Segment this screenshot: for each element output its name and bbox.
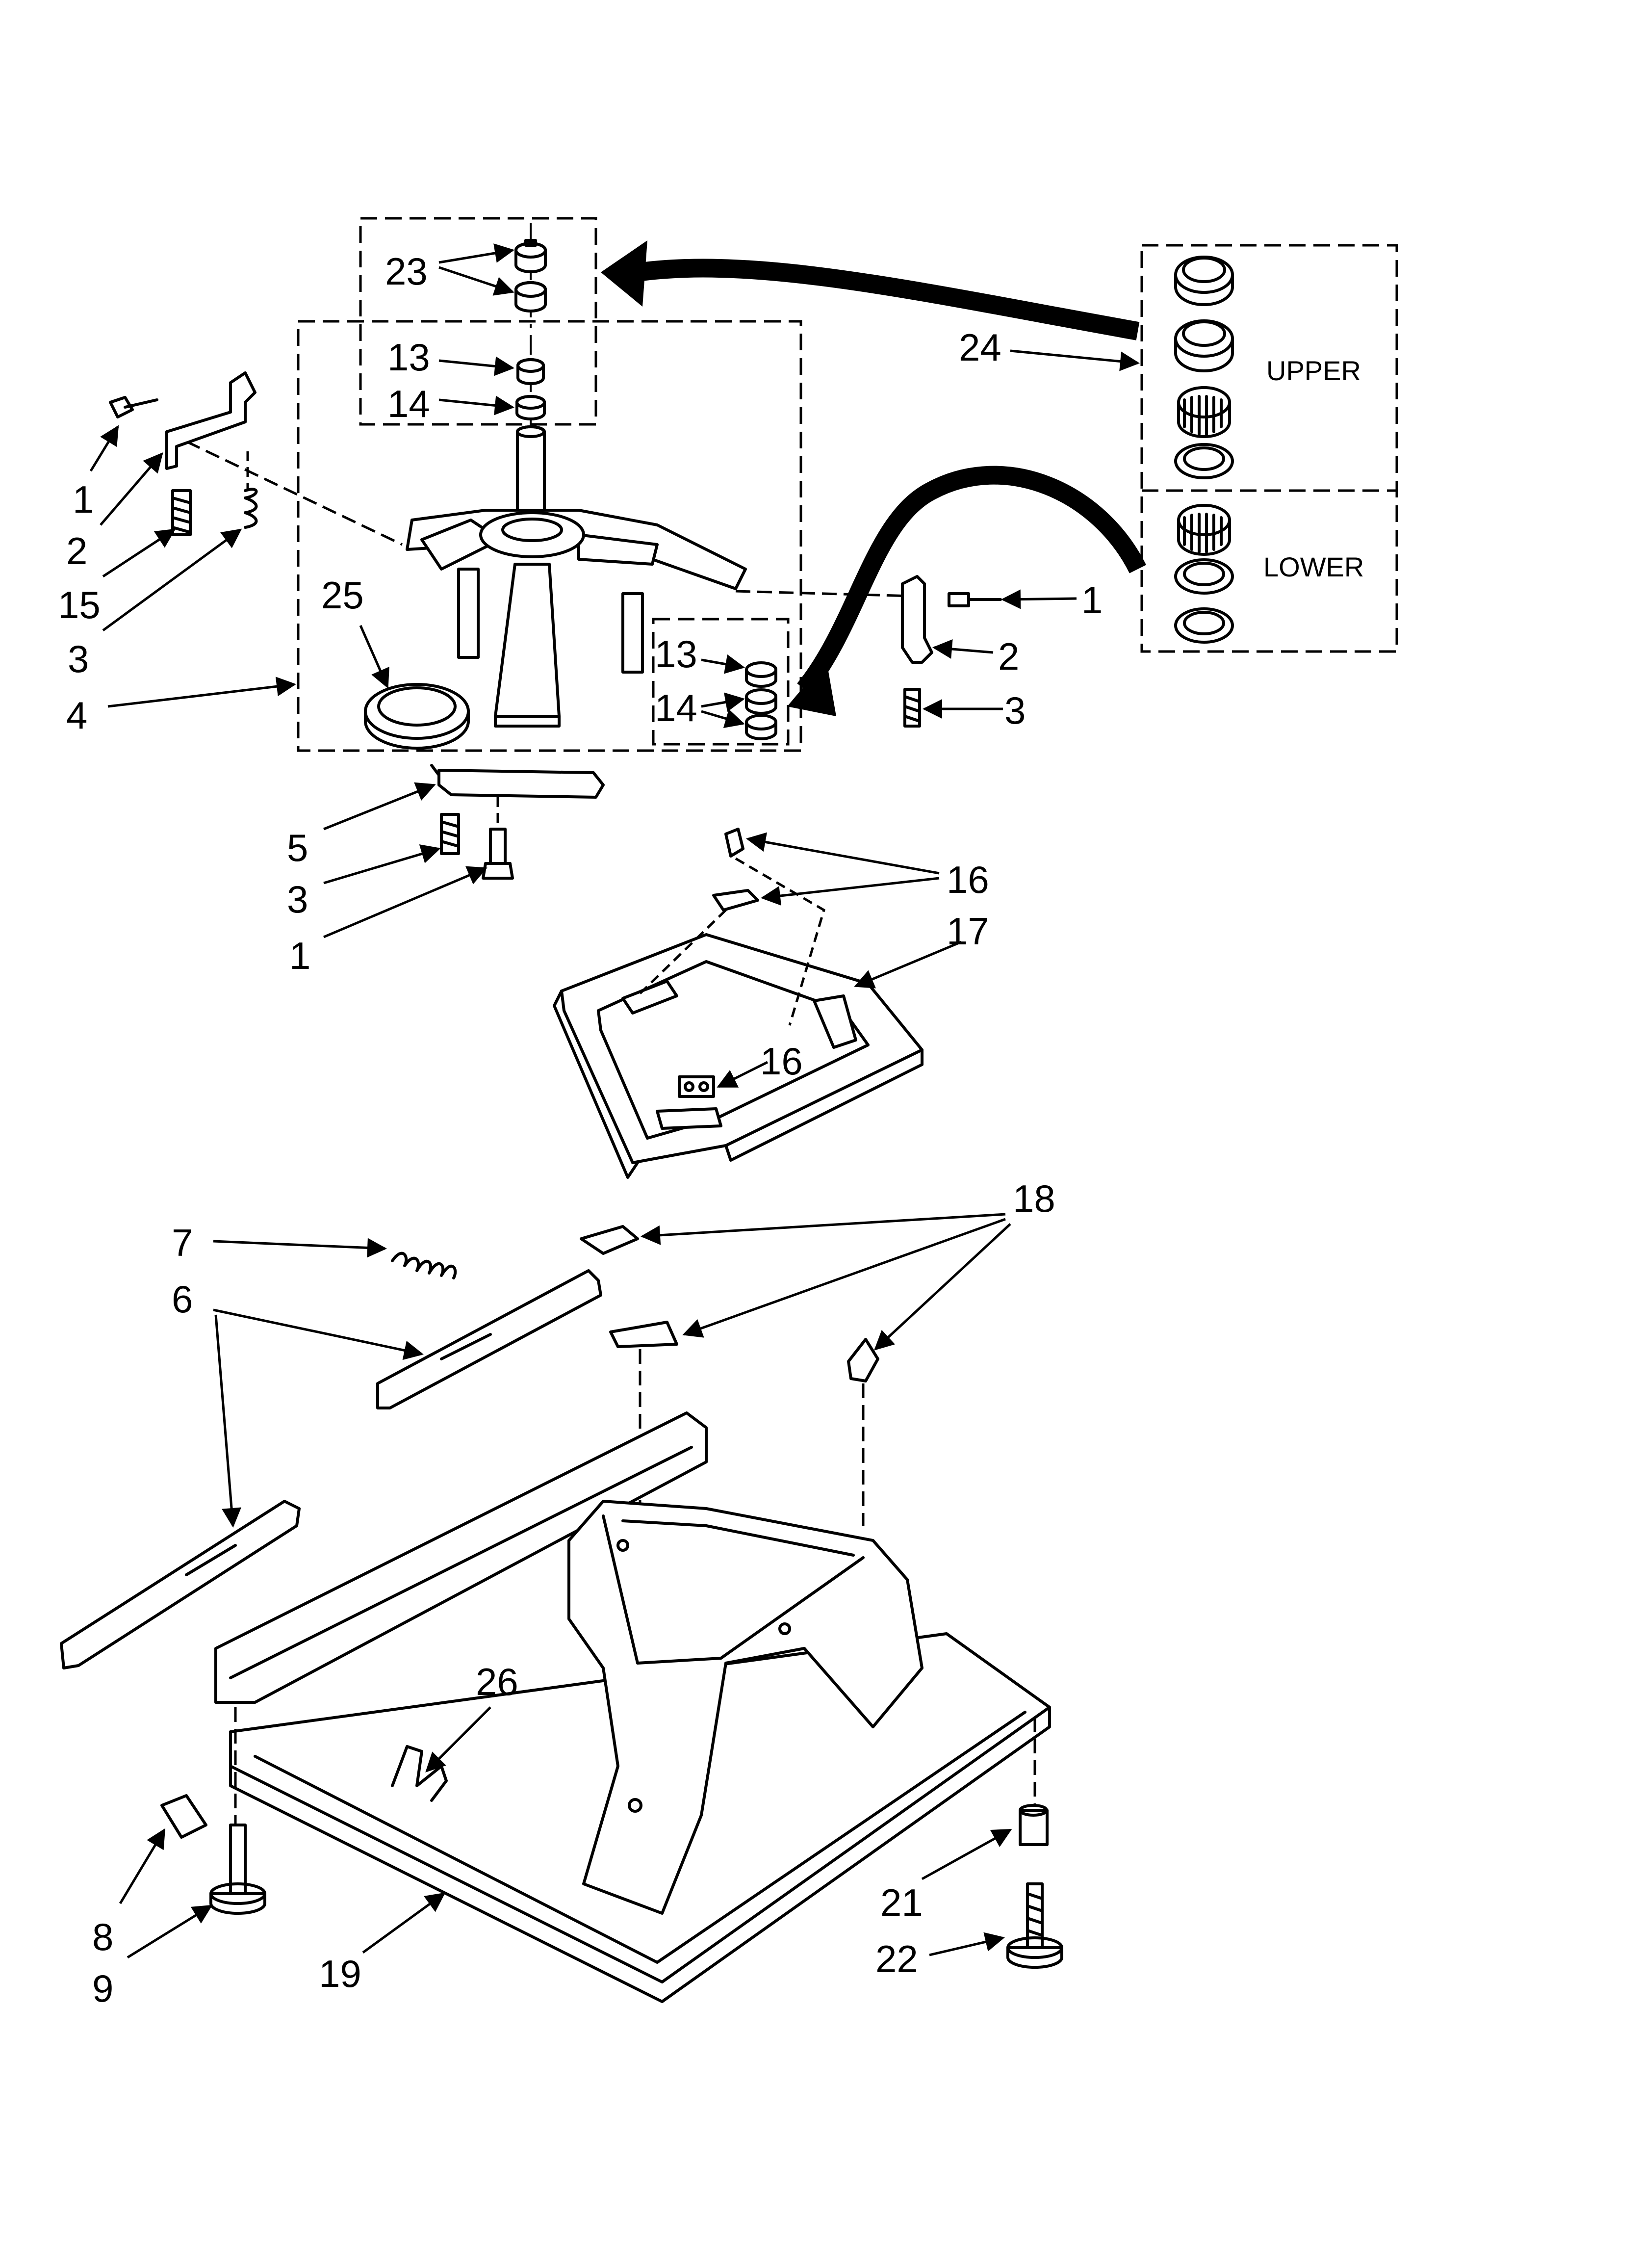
bolt-1-right <box>948 592 1002 607</box>
pad-18-c <box>847 1338 879 1382</box>
spring-3-top-left <box>244 488 258 529</box>
snubber-14-top <box>515 395 546 420</box>
callout-13-lower: 13 <box>655 632 697 676</box>
ring-25 <box>364 683 470 750</box>
pad-18-b <box>609 1321 678 1348</box>
pad-18-a <box>580 1225 639 1255</box>
callout-9: 9 <box>92 1967 113 2010</box>
dashline-arm-right <box>735 590 913 598</box>
bolt-1-top-left <box>109 396 158 418</box>
big-arrow-lower <box>797 466 1146 695</box>
callout-3-bottom: 3 <box>287 878 308 921</box>
sleeve-21 <box>1019 1804 1049 1846</box>
pad-16-mid <box>678 1075 715 1098</box>
tub-ring-frame-17 <box>553 933 924 1179</box>
callout-13-top: 13 <box>387 336 430 379</box>
sleeve-8 <box>160 1794 207 1839</box>
kit-upper-label: UPPER <box>1266 355 1361 386</box>
leg-9 <box>209 1824 266 1915</box>
callout-6: 6 <box>172 1277 193 1321</box>
callout-19: 19 <box>319 1952 361 1995</box>
callout-3-top-left: 3 <box>68 637 89 680</box>
kit-ring-lower-2 <box>1174 607 1234 644</box>
bracket-2-top-left <box>165 371 257 470</box>
callout-1-right: 1 <box>1081 578 1103 622</box>
kit-gear-lower <box>1177 504 1231 556</box>
callout-8: 8 <box>92 1915 113 1958</box>
spring-15 <box>171 489 192 536</box>
callout-24: 24 <box>959 326 1001 369</box>
callout-14-top: 14 <box>387 382 430 425</box>
leader-arrows <box>89 243 1140 1959</box>
callout-18: 18 <box>1013 1177 1055 1220</box>
callout-14-lower: 14 <box>655 686 697 730</box>
snubber-14-lower-a <box>745 688 777 715</box>
bracket-2-right <box>901 575 933 664</box>
snubber-23-top <box>514 239 547 273</box>
base-cabinet-19 <box>214 1411 1051 2003</box>
rod-6-lower <box>60 1500 301 1669</box>
bracket-5 <box>430 764 605 799</box>
callout-7: 7 <box>172 1221 193 1264</box>
callout-3-right: 3 <box>1004 689 1026 732</box>
snubber-13-lower <box>745 661 777 688</box>
callout-22: 22 <box>875 1937 918 1981</box>
callout-5: 5 <box>287 826 308 869</box>
bolt-1-bottom <box>482 828 514 880</box>
callout-2-top-left: 2 <box>66 529 87 573</box>
snubber-14-lower-b <box>745 714 777 740</box>
big-arrow-upper <box>636 259 1140 340</box>
leg-22 <box>1006 1882 1063 1969</box>
snubber-13-top <box>516 358 545 385</box>
callout-1-bottom: 1 <box>289 934 310 977</box>
snubber-23-bottom <box>514 281 547 313</box>
box-kit <box>1140 244 1398 653</box>
box-snubber-lower <box>652 618 790 746</box>
callout-15: 15 <box>58 583 101 626</box>
callout-25: 25 <box>321 574 364 617</box>
big-arrow-upper-head <box>601 240 647 307</box>
rod-6-upper <box>376 1269 602 1409</box>
callout-23: 23 <box>385 250 428 293</box>
spring-3-right <box>903 688 921 728</box>
box-mounting-assembly <box>297 320 802 752</box>
pad-16-second <box>712 889 759 912</box>
kit-ring-upper-2 <box>1174 319 1234 372</box>
callout-2-right: 2 <box>998 635 1019 678</box>
kit-ring-upper-3 <box>1174 443 1234 479</box>
kit-ring-upper-1 <box>1174 256 1234 306</box>
kit-lower-label: LOWER <box>1263 551 1364 582</box>
kit-gear-upper <box>1177 386 1231 438</box>
callout-16-mid: 16 <box>760 1040 803 1083</box>
spring-7 <box>391 1251 457 1279</box>
suspension-spider-assembly <box>406 425 747 728</box>
callout-1-top-left: 1 <box>73 478 94 521</box>
spring-3-bottom <box>440 813 460 855</box>
callout-26: 26 <box>476 1660 518 1703</box>
callout-17: 17 <box>947 910 989 953</box>
pad-16-top <box>724 828 744 858</box>
dashline-arm-left <box>185 440 403 546</box>
callout-16-top: 16 <box>947 858 989 901</box>
callout-21: 21 <box>880 1881 923 1924</box>
dashline-pads-16 <box>637 857 825 1026</box>
kit-ring-lower-1 <box>1174 558 1234 595</box>
clip-26 <box>391 1745 448 1802</box>
big-arrow-lower-head <box>787 660 836 716</box>
callout-4: 4 <box>66 694 87 737</box>
